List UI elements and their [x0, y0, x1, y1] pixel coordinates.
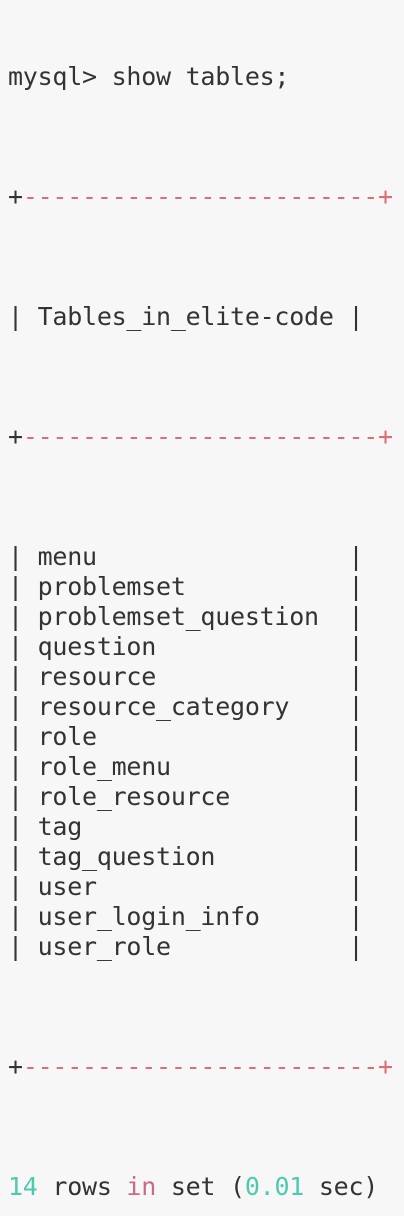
table-pipe-right: |: [333, 602, 364, 631]
border-dashes-tail: --+: [348, 1052, 393, 1081]
table-row: | resource |: [8, 662, 404, 692]
table-row: | user_role |: [8, 932, 404, 962]
table-pipe-right: |: [333, 782, 364, 811]
table-body: | menu || problemset || problemset_quest…: [8, 542, 404, 962]
cell-padding: [156, 662, 334, 691]
table-row: | role |: [8, 722, 404, 752]
cell-padding: [97, 722, 334, 751]
table-name-cell: problemset_question: [37, 602, 319, 631]
table-row: | problemset |: [8, 572, 404, 602]
row-count: 14: [8, 1172, 38, 1201]
table-name-cell: question: [37, 632, 157, 661]
table-pipe-right: |: [333, 722, 364, 751]
table-pipe-left: |: [8, 932, 38, 961]
table-pipe-left: |: [8, 602, 38, 631]
border-corner: +: [8, 182, 23, 211]
table-name-cell: problemset: [37, 572, 186, 601]
table-row: | question |: [8, 632, 404, 662]
table-name-cell: resource: [37, 662, 157, 691]
table-row: | tag |: [8, 812, 404, 842]
cell-padding: [156, 632, 334, 661]
table-pipe-left: |: [8, 812, 38, 841]
table-name-cell: role_resource: [37, 782, 231, 811]
table-border-top: +------------------------+: [8, 182, 404, 212]
border-corner: +: [8, 1052, 23, 1081]
border-dashes: ----------------------: [22, 182, 349, 211]
border-dashes-tail: --+: [348, 422, 393, 451]
table-row: | role_menu |: [8, 752, 404, 782]
border-corner: +: [8, 422, 23, 451]
table-pipe-left: |: [8, 782, 38, 811]
cell-padding: [97, 872, 334, 901]
table-pipe-right: |: [333, 872, 364, 901]
table-border-bottom: +------------------------+: [8, 1052, 404, 1082]
table-pipe-left: |: [8, 572, 38, 601]
border-dashes: ----------------------: [22, 422, 349, 451]
cell-padding: [230, 782, 334, 811]
table-row: | resource_category |: [8, 692, 404, 722]
table-pipe-left: |: [8, 632, 38, 661]
table-pipe-left: |: [8, 542, 38, 571]
cell-padding: [260, 902, 334, 931]
table-pipe-left: |: [8, 752, 38, 781]
table-pipe-left: |: [8, 722, 38, 751]
table-header-row: | Tables_in_elite-code |: [8, 302, 404, 332]
table-row: | problemset_question |: [8, 602, 404, 632]
in-keyword: in: [126, 1172, 157, 1201]
table-pipe-right: |: [333, 752, 364, 781]
query-time: 0.01: [244, 1172, 305, 1201]
table-header-label: Tables_in_elite-code: [37, 302, 334, 331]
table-row: | tag_question |: [8, 842, 404, 872]
table-pipe-left: |: [8, 302, 38, 331]
cell-padding: [289, 692, 333, 721]
table-row: | user |: [8, 872, 404, 902]
cell-padding: [215, 842, 333, 871]
set-text: set (: [156, 1172, 245, 1201]
table-pipe-left: |: [8, 662, 38, 691]
table-row: | user_login_info |: [8, 902, 404, 932]
mysql-prompt-line: mysql> show tables;: [8, 62, 290, 91]
table-name-cell: menu: [37, 542, 97, 571]
table-pipe-right: |: [333, 932, 364, 961]
cell-padding: [186, 572, 334, 601]
cell-padding: [319, 602, 334, 631]
table-name-cell: resource_category: [37, 692, 290, 721]
table-pipe-right: |: [333, 812, 364, 841]
table-name-cell: user_role: [37, 932, 171, 961]
table-pipe-right: |: [333, 692, 364, 721]
table-name-cell: role: [37, 722, 97, 751]
table-pipe-left: |: [8, 872, 38, 901]
table-pipe-right: |: [333, 902, 364, 931]
table-name-cell: user_login_info: [37, 902, 260, 931]
table-row: | menu |: [8, 542, 404, 572]
result-summary-line: 14 rows in set (0.01 sec): [8, 1172, 404, 1202]
table-pipe-right: |: [333, 662, 364, 691]
table-pipe-right: |: [333, 542, 364, 571]
table-pipe-right: |: [333, 572, 364, 601]
table-pipe-left: |: [8, 692, 38, 721]
cell-padding: [171, 752, 334, 781]
terminal-output: mysql> show tables; +-------------------…: [8, 62, 404, 1201]
table-pipe-right: |: [333, 632, 364, 661]
table-name-cell: user: [37, 872, 97, 901]
cell-padding: [82, 812, 334, 841]
table-name-cell: tag: [37, 812, 83, 841]
cell-padding: [97, 542, 334, 571]
cell-padding: [171, 932, 334, 961]
table-pipe-right: |: [333, 302, 364, 331]
rows-text: rows: [37, 1172, 127, 1201]
table-pipe-right: |: [333, 842, 364, 871]
table-pipe-left: |: [8, 842, 38, 871]
table-name-cell: tag_question: [37, 842, 216, 871]
table-border-mid: +------------------------+: [8, 422, 404, 452]
border-dashes: ----------------------: [22, 1052, 349, 1081]
border-dashes-tail: --+: [348, 182, 393, 211]
sec-text: sec): [304, 1172, 379, 1201]
table-pipe-left: |: [8, 902, 38, 931]
table-row: | role_resource |: [8, 782, 404, 812]
table-name-cell: role_menu: [37, 752, 171, 781]
